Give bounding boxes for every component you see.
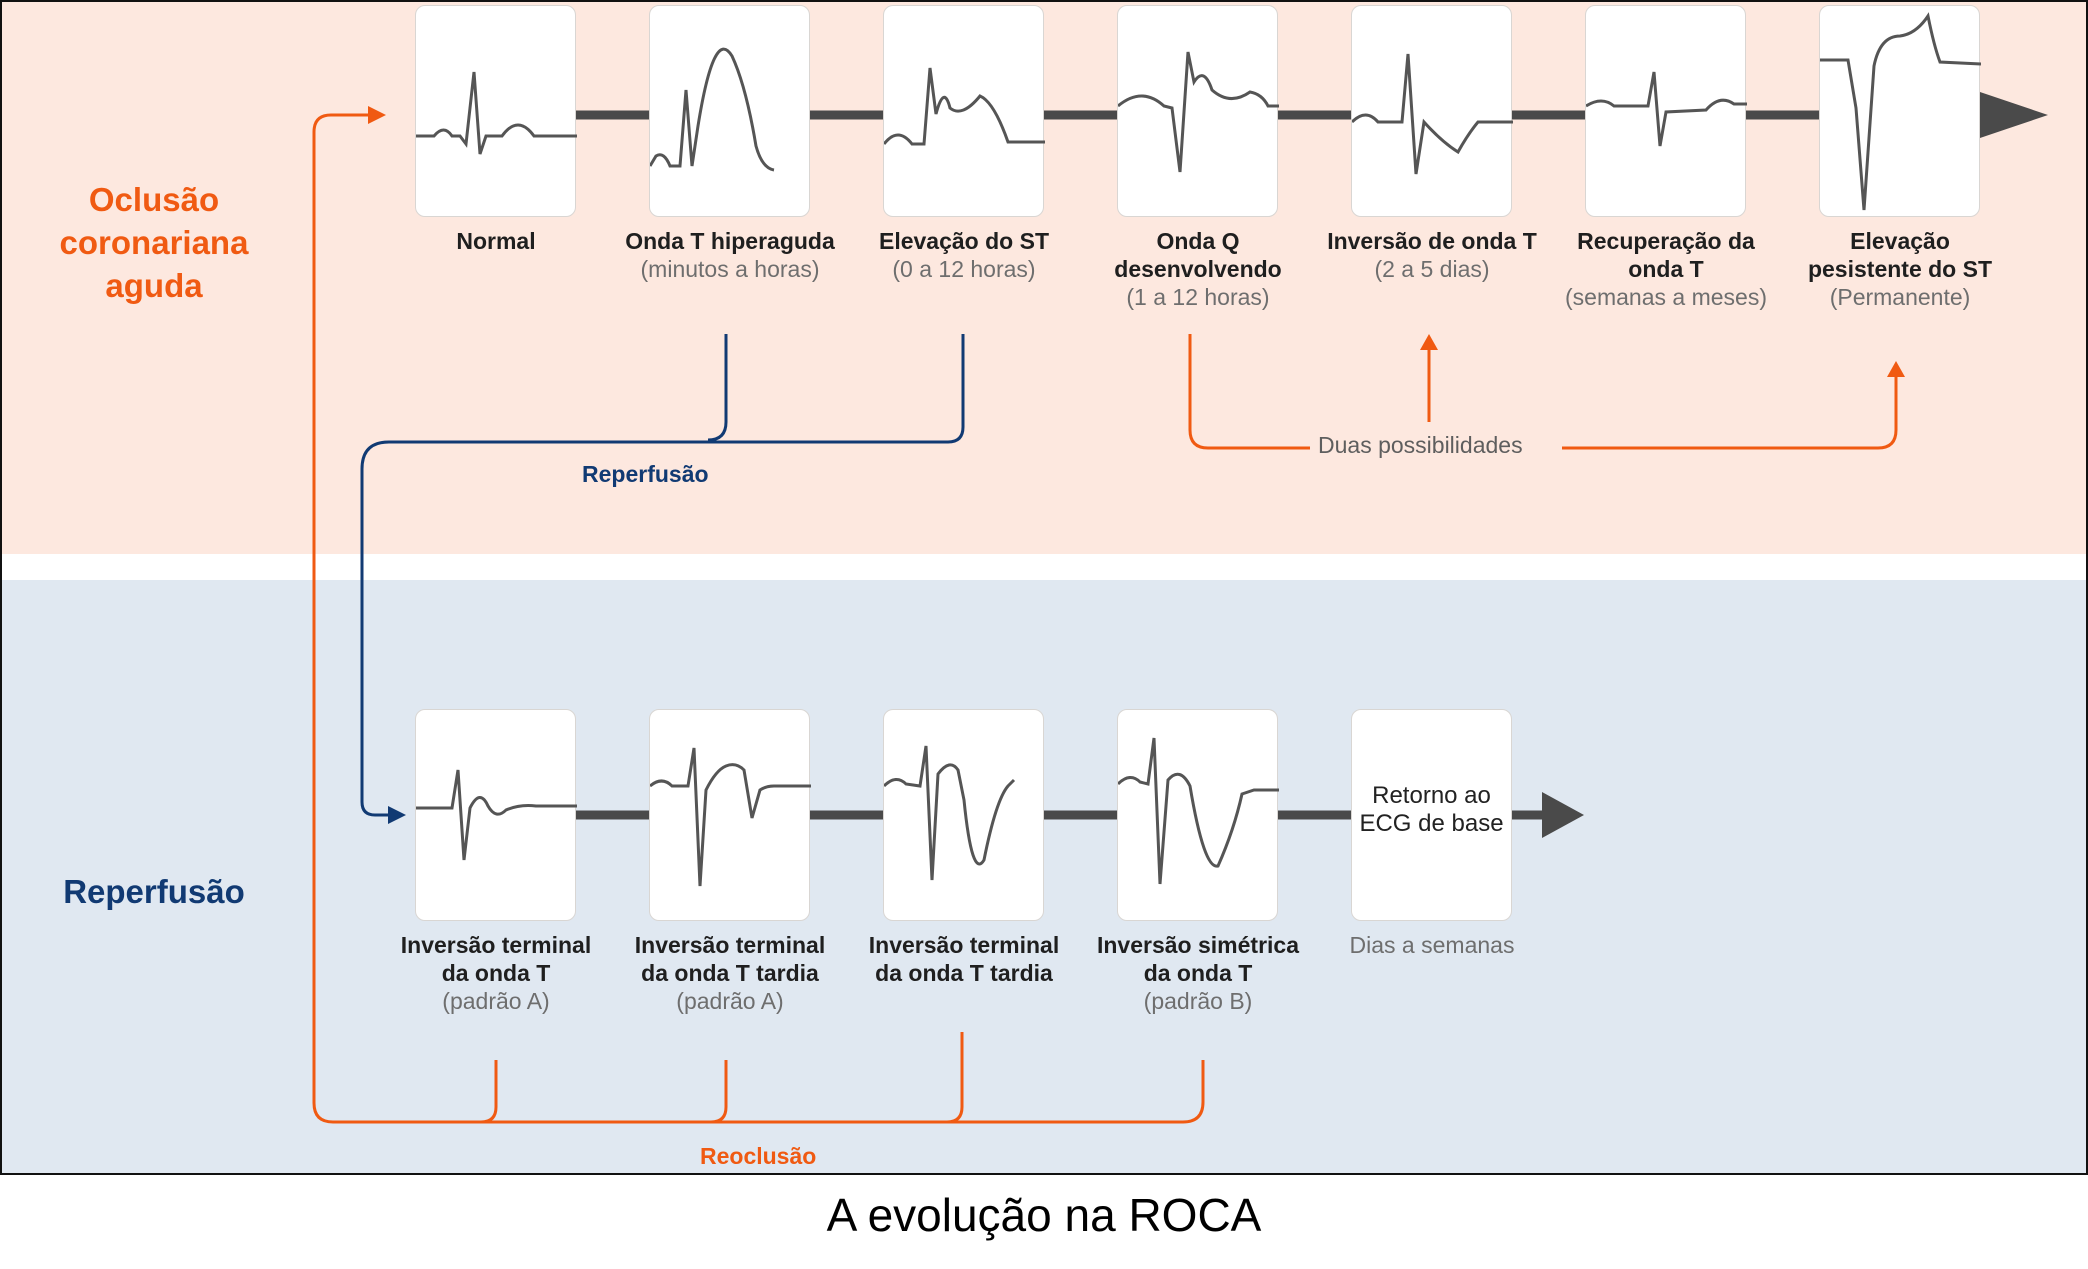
stage-title: Inversão simétrica da onda T	[1096, 932, 1299, 986]
stage-duration: (0 a 12 horas)	[892, 256, 1036, 282]
ecg-card-hyperacute-t	[649, 5, 810, 217]
stage-duration: (Permanente)	[1829, 284, 1971, 310]
two-possibilities-label: Duas possibilidades	[1318, 432, 1523, 458]
ecg-card-late-terminal-t	[649, 709, 811, 921]
ecg-card-symmetric-t-inversion	[1117, 709, 1279, 921]
caption-late-terminal-t: Inversão terminal da onda T tardia (padr…	[625, 931, 835, 1015]
stage-title: Recuperação da onda T	[1577, 228, 1755, 282]
stage-title: Elevação do ST	[878, 228, 1049, 254]
caption-st-elevation: Elevação do ST (0 a 12 horas)	[859, 227, 1069, 283]
ecg-card-normal	[415, 5, 577, 217]
stage-title: Onda Q desenvolvendo	[1114, 228, 1282, 282]
timeline-overlay	[312, 92, 2048, 1124]
ecg-card-t-inversion	[1351, 5, 1513, 217]
diagram-frame: Oclusão coronariana aguda Reperfusão	[0, 0, 2088, 1175]
ecg-card-persistent-st	[1819, 5, 1981, 217]
stage-pattern: (padrão B)	[1143, 988, 1253, 1014]
stage-duration: (1 a 12 horas)	[1126, 284, 1270, 310]
baseline-return-text: Retorno ao ECG de base	[1359, 782, 1504, 837]
caption-t-recovery: Recuperação da onda T (semanas a meses)	[1561, 227, 1771, 311]
caption-persistent-st: Elevação pesistente do ST (Permanente)	[1795, 227, 2005, 311]
ecg-card-terminal-t-inversion	[415, 709, 577, 921]
stage-title: Inversão terminal da onda T tardia	[868, 932, 1060, 986]
late-terminal-t-deep-ecg-icon	[884, 745, 1016, 881]
hyperacute-t-ecg-icon	[650, 47, 775, 172]
stage-pattern: (padrão A)	[676, 988, 784, 1014]
stage-title: Elevação pesistente do ST	[1807, 228, 1993, 282]
stage-title: Onda T hiperaguda	[625, 228, 835, 254]
reocclusion-connector-label: Reoclusão	[700, 1143, 817, 1169]
occlusion-row-label: Oclusão coronariana aguda	[59, 181, 249, 304]
stage-duration: (2 a 5 dias)	[1374, 256, 1490, 282]
st-elevation-ecg-icon	[884, 67, 1045, 146]
normal-ecg-icon	[416, 71, 577, 155]
stage-title: Normal	[456, 228, 536, 254]
baseline-return-duration: Dias a semanas	[1349, 932, 1515, 958]
ecg-card-q-wave	[1117, 5, 1279, 217]
symmetric-t-inversion-ecg-icon	[1118, 737, 1279, 885]
stage-title: Inversão terminal da onda T	[400, 932, 592, 986]
caption-symmetric-t-inversion: Inversão simétrica da onda T (padrão B)	[1093, 931, 1303, 1015]
caption-hyperacute-t: Onda T hiperaguda (minutos a horas)	[625, 227, 835, 283]
reperfusion-row-label: Reperfusão	[63, 873, 245, 910]
ecg-card-st-elevation	[883, 5, 1045, 217]
reocclusion-arrowhead	[368, 106, 386, 124]
caption-normal: Normal	[391, 227, 601, 255]
stage-title: Inversão de onda T	[1327, 228, 1537, 254]
caption-t-inversion: Inversão de onda T (2 a 5 dias)	[1327, 227, 1537, 283]
reperfusion-connector-label: Reperfusão	[582, 461, 709, 487]
figure-caption: A evolução na ROCA	[826, 1189, 1262, 1241]
top-timeline-arrowhead	[1980, 92, 2048, 138]
late-terminal-t-ecg-icon	[650, 747, 811, 887]
ecg-card-late-terminal-t-deep	[883, 709, 1044, 921]
stage-title: Inversão terminal da onda T tardia	[634, 932, 826, 986]
caption-late-terminal-t-deep: Inversão terminal da onda T tardia	[859, 931, 1069, 987]
stage-duration: (semanas a meses)	[1565, 284, 1767, 310]
stage-pattern: (padrão A)	[442, 988, 550, 1014]
reperfusion-arrowhead	[388, 806, 406, 824]
bottom-timeline-arrowhead	[1542, 792, 1584, 838]
reocclusion-connector	[312, 113, 1205, 1124]
stage-duration: (minutos a horas)	[640, 256, 820, 282]
ecg-card-t-recovery	[1585, 5, 1747, 217]
two-possibilities-arrowhead-a	[1420, 334, 1438, 350]
t-inversion-ecg-icon	[1352, 53, 1513, 175]
q-wave-ecg-icon	[1118, 51, 1279, 173]
caption-baseline-return: Dias a semanas	[1327, 931, 1537, 959]
t-recovery-ecg-icon	[1586, 71, 1747, 147]
reperfusion-band	[2, 580, 2086, 1173]
caption-terminal-t-inversion: Inversão terminal da onda T (padrão A)	[391, 931, 601, 1015]
persistent-st-ecg-icon	[1820, 12, 1981, 211]
two-possibilities-connector	[1188, 334, 1898, 450]
caption-q-wave: Onda Q desenvolvendo (1 a 12 horas)	[1093, 227, 1303, 311]
baseline-return-card: Retorno ao ECG de base	[1351, 709, 1512, 921]
two-possibilities-arrowhead-b	[1887, 361, 1905, 377]
reperfusion-connector	[360, 334, 965, 817]
terminal-t-inversion-ecg-icon	[416, 769, 577, 861]
